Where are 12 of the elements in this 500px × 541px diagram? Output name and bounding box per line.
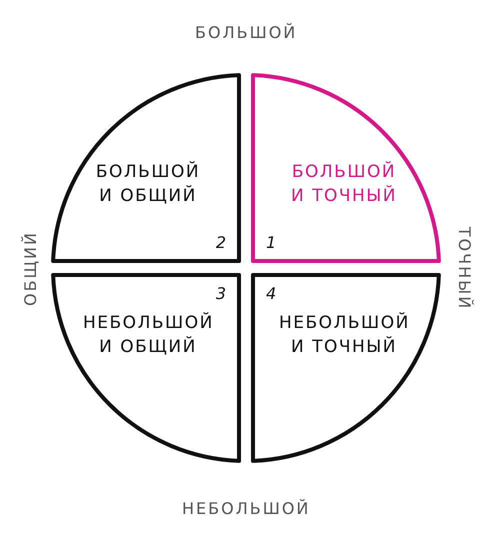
callout-number: 2 <box>216 233 226 252</box>
quadrant-label: НЕБОЛЬШОЙ И ТОЧНЫЙ <box>279 311 409 359</box>
callout-number: 1 <box>266 233 276 252</box>
quadrant-label: БОЛЬШОЙ И ОБЩИЙ <box>94 160 202 208</box>
axis-label: ТОЧНЫЙ <box>454 226 474 310</box>
axis-label: НЕБОЛЬШОЙ <box>182 498 310 518</box>
axis-label: БОЛЬШОЙ <box>195 22 298 42</box>
axis-label: ОБЩИЙ <box>20 230 40 306</box>
quadrant-label: БОЛЬШОЙ И ТОЧНЫЙ <box>290 160 398 208</box>
callout-number: 3 <box>216 284 226 303</box>
callout-number: 4 <box>266 284 276 303</box>
quadrant-label: НЕБОЛЬШОЙ И ОБЩИЙ <box>83 311 213 359</box>
